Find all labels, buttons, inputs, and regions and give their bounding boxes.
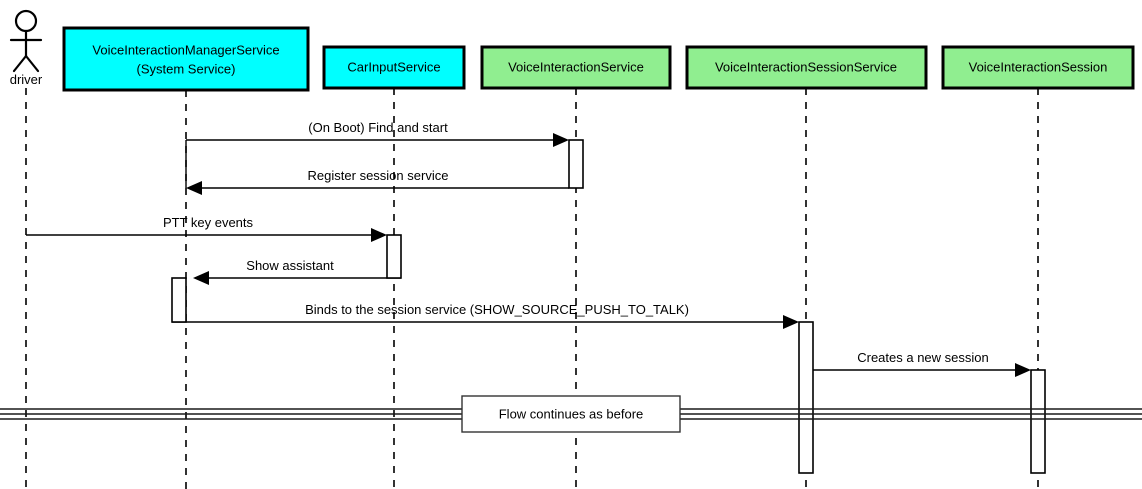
- participant-voiceinteractionsessionservice[interactable]: VoiceInteractionSessionService: [685, 45, 928, 90]
- participant-label-voiceinteractionmanagerservice-line2: (System Service): [137, 61, 236, 76]
- participant-label-voiceinteractionsessionservice: VoiceInteractionSessionService: [715, 59, 897, 74]
- participant-box-voiceinteractionservice[interactable]: [480, 45, 672, 90]
- message-label-binds-to-the-session-service: Binds to the session service (SHOW_SOURC…: [305, 302, 689, 317]
- participant-box-voiceinteractionsession[interactable]: [941, 45, 1135, 90]
- activation-bars-group: [171, 139, 1046, 474]
- actor-head-icon: [14, 9, 38, 33]
- participant-box-carinputservice[interactable]: [322, 45, 466, 90]
- participant-label-voiceinteractionmanagerservice-line1: VoiceInteractionManagerService: [92, 42, 279, 57]
- activation-bar-carinputservice: [386, 234, 402, 279]
- message-arrowhead-ptt-key-events: [371, 228, 387, 242]
- participant-label-carinputservice: CarInputService: [347, 59, 440, 74]
- message-label-creates-a-new-session: Creates a new session: [857, 350, 989, 365]
- actor-leg-right-icon: [24, 54, 40, 73]
- message-show-assistant: Show assistant: [193, 258, 401, 285]
- participant-voiceinteractionsession[interactable]: VoiceInteractionSession: [941, 45, 1135, 90]
- divider-label-text: Flow continues as before: [499, 406, 644, 421]
- participant-voiceinteractionmanagerservice[interactable]: VoiceInteractionManagerService (System S…: [62, 26, 310, 92]
- activation-bar-voiceinteractionsessionservice: [798, 321, 814, 474]
- actor-leg-left-icon: [12, 54, 28, 73]
- message-label-on-boot-find-and-start: (On Boot) Find and start: [308, 120, 448, 135]
- message-register-session-service: Register session service: [186, 168, 569, 195]
- activation-bar-voiceinteractionsession: [1030, 369, 1046, 474]
- activation-bar-voiceinteractionservice: [568, 139, 584, 189]
- message-arrowhead-show-assistant: [193, 271, 209, 285]
- activation-bar-voiceinteractionmanagerservice: [171, 277, 187, 323]
- message-arrowhead-on-boot-find-and-start: [553, 133, 569, 147]
- participant-carinputservice[interactable]: CarInputService: [322, 45, 466, 90]
- message-arrowhead-register-session-service: [186, 181, 202, 195]
- participant-voiceinteractionservice[interactable]: VoiceInteractionService: [480, 45, 672, 90]
- message-label-ptt-key-events: PTT key events: [163, 215, 254, 230]
- actor-driver: driver: [10, 9, 43, 87]
- message-arrowhead-binds-to-the-session-service: [783, 315, 799, 329]
- participant-label-voiceinteractionsession: VoiceInteractionSession: [969, 59, 1108, 74]
- participant-box-voiceinteractionsessionservice[interactable]: [685, 45, 928, 90]
- actor-label-driver: driver: [10, 72, 43, 87]
- message-label-register-session-service: Register session service: [308, 168, 449, 183]
- message-binds-to-the-session-service: Binds to the session service (SHOW_SOURC…: [172, 302, 799, 329]
- participant-label-voiceinteractionservice: VoiceInteractionService: [508, 59, 644, 74]
- message-on-boot-find-and-start: (On Boot) Find and start: [185, 120, 569, 188]
- message-label-show-assistant: Show assistant: [246, 258, 334, 273]
- participant-box-voiceinteractionmanagerservice[interactable]: [62, 26, 310, 92]
- divider-label-box: [461, 395, 681, 433]
- flow-divider: Flow continues as before: [0, 395, 1142, 433]
- message-ptt-key-events: PTT key events: [26, 215, 387, 242]
- message-arrowhead-creates-a-new-session: [1015, 363, 1031, 377]
- message-creates-a-new-session: Creates a new session: [813, 350, 1031, 377]
